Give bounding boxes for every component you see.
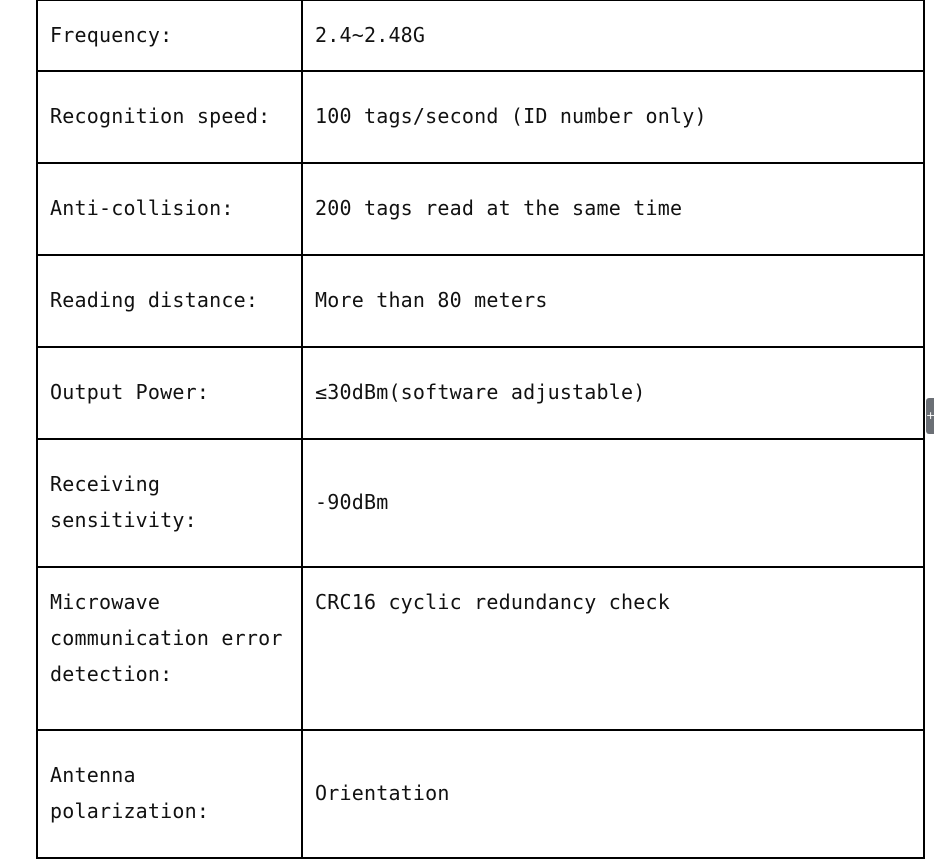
spec-value-error-detection: CRC16 cyclic redundancy check	[301, 566, 925, 731]
spec-label-frequency: Frequency:	[36, 0, 303, 72]
spec-value-anti-collision: 200 tags read at the same time	[301, 162, 925, 256]
table-row: Anti-collision: 200 tags read at the sam…	[36, 162, 925, 256]
spec-label-recognition-speed: Recognition speed:	[36, 70, 303, 164]
spec-value-recognition-speed: 100 tags/second (ID number only)	[301, 70, 925, 164]
spec-label-antenna-polarization: Antenna polarization:	[36, 729, 303, 859]
spec-value-frequency: 2.4~2.48G	[301, 0, 925, 72]
spec-value-reading-distance: More than 80 meters	[301, 254, 925, 348]
expand-tab[interactable]: +	[926, 398, 934, 434]
table-row: Recognition speed: 100 tags/second (ID n…	[36, 70, 925, 164]
spec-value-output-power: ≤30dBm(software adjustable)	[301, 346, 925, 440]
plus-icon: +	[926, 409, 934, 422]
spec-value-receiving-sensitivity: -90dBm	[301, 438, 925, 568]
spec-label-reading-distance: Reading distance:	[36, 254, 303, 348]
spec-label-receiving-sensitivity: Receiving sensitivity:	[36, 438, 303, 568]
table-row: Reading distance: More than 80 meters	[36, 254, 925, 348]
spec-label-output-power: Output Power:	[36, 346, 303, 440]
table-row: Frequency: 2.4~2.48G	[36, 0, 925, 72]
table-row: Output Power: ≤30dBm(software adjustable…	[36, 346, 925, 440]
table-row: Receiving sensitivity: -90dBm	[36, 438, 925, 568]
spec-label-anti-collision: Anti-collision:	[36, 162, 303, 256]
spec-label-error-detection: Microwave communication error detection:	[36, 566, 303, 731]
spec-table: Frequency: 2.4~2.48G Recognition speed: …	[36, 0, 925, 859]
table-row: Antenna polarization: Orientation	[36, 729, 925, 859]
spec-value-antenna-polarization: Orientation	[301, 729, 925, 859]
table-row: Microwave communication error detection:…	[36, 566, 925, 731]
